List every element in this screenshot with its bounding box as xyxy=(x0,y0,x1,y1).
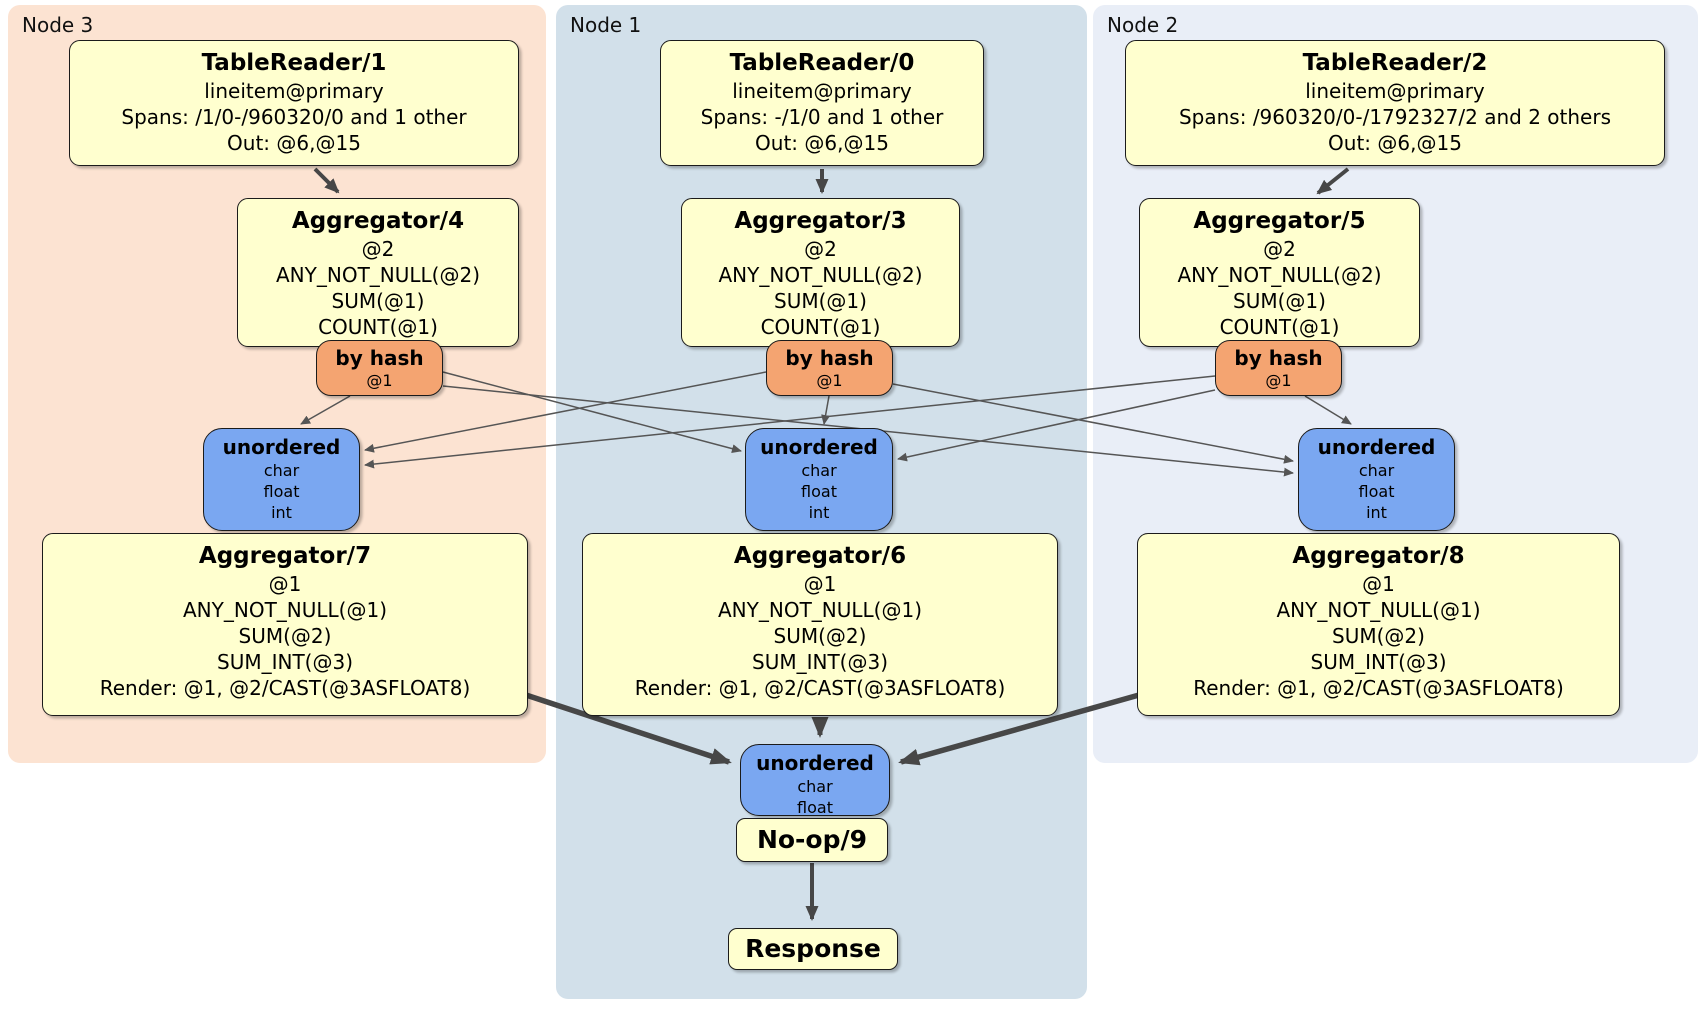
sync-column: char xyxy=(1358,461,1395,480)
aggregator-7: Aggregator/7 @1 ANY_NOT_NULL(@1) SUM(@2)… xyxy=(42,533,528,716)
router-key: @1 xyxy=(366,371,393,390)
op-line: Out: @6,@15 xyxy=(227,131,361,155)
op-title: Response xyxy=(745,934,881,963)
op-title: TableReader/1 xyxy=(201,50,387,76)
op-line: COUNT(@1) xyxy=(760,315,881,339)
response-box: Response xyxy=(728,928,898,970)
sync-unordered-final: unordered char float xyxy=(740,744,890,817)
sync-column: float xyxy=(263,482,300,501)
aggregator-8: Aggregator/8 @1 ANY_NOT_NULL(@1) SUM(@2)… xyxy=(1137,533,1620,716)
op-line: Out: @6,@15 xyxy=(1328,131,1462,155)
sync-title: unordered xyxy=(756,751,874,775)
op-line: @2 xyxy=(1263,237,1296,261)
op-line: SUM(@1) xyxy=(1233,289,1326,313)
op-line: Spans: /1/0-/960320/0 and 1 other xyxy=(121,105,467,129)
op-line: lineitem@primary xyxy=(204,79,384,103)
op-line: Render: @1, @2/CAST(@3ASFLOAT8) xyxy=(1193,676,1564,700)
aggregator-4: Aggregator/4 @2 ANY_NOT_NULL(@2) SUM(@1)… xyxy=(237,198,519,347)
op-line: @1 xyxy=(1362,572,1395,596)
op-line: COUNT(@1) xyxy=(1219,315,1340,339)
op-title: Aggregator/3 xyxy=(734,208,907,234)
op-line: SUM_INT(@3) xyxy=(217,650,353,674)
op-line: lineitem@primary xyxy=(1305,79,1485,103)
router-title: by hash xyxy=(1234,346,1323,370)
op-title: Aggregator/5 xyxy=(1193,208,1366,234)
op-line: @2 xyxy=(361,237,395,261)
node1-label: Node 1 xyxy=(570,13,642,37)
op-title: TableReader/2 xyxy=(1302,50,1488,76)
op-line: ANY_NOT_NULL(@2) xyxy=(718,263,923,287)
sync-unordered-node3: unordered char float int xyxy=(203,428,360,531)
sync-title: unordered xyxy=(222,435,341,459)
sync-column: int xyxy=(808,503,830,522)
op-line: ANY_NOT_NULL(@2) xyxy=(1177,263,1382,287)
sync-unordered-node2: unordered char float int xyxy=(1298,428,1455,531)
sync-title: unordered xyxy=(760,435,878,459)
op-title: No-op/9 xyxy=(756,825,868,854)
sync-unordered-node1: unordered char float int xyxy=(745,428,893,531)
tablereader-2: TableReader/2 lineitem@primary Spans: /9… xyxy=(1125,40,1665,166)
op-title: Aggregator/8 xyxy=(1292,543,1465,569)
router-title: by hash xyxy=(785,346,874,370)
router-by-hash-node3: by hash @1 xyxy=(316,340,443,396)
op-line: Spans: /960320/0-/1792327/2 and 2 others xyxy=(1178,105,1611,129)
tablereader-0: TableReader/0 lineitem@primary Spans: -/… xyxy=(660,40,984,166)
op-title: Aggregator/6 xyxy=(733,543,907,569)
op-line: @2 xyxy=(804,237,837,261)
op-title: Aggregator/7 xyxy=(198,543,372,569)
op-line: @1 xyxy=(268,572,302,596)
op-line: Render: @1, @2/CAST(@3ASFLOAT8) xyxy=(634,676,1006,700)
op-line: ANY_NOT_NULL(@1) xyxy=(718,598,922,622)
op-line: ANY_NOT_NULL(@2) xyxy=(276,263,480,287)
op-title: Aggregator/4 xyxy=(291,208,465,234)
node3-label: Node 3 xyxy=(22,13,94,37)
op-line: SUM(@2) xyxy=(238,624,332,648)
sync-column: int xyxy=(271,503,292,522)
sync-column: float xyxy=(797,798,833,817)
op-line: SUM_INT(@3) xyxy=(1310,650,1447,674)
op-line: SUM_INT(@3) xyxy=(752,650,888,674)
op-line: COUNT(@1) xyxy=(318,315,438,339)
router-key: @1 xyxy=(1265,371,1292,390)
noop-box: No-op/9 xyxy=(736,818,888,862)
sync-column: int xyxy=(1366,503,1387,522)
router-by-hash-node2: by hash @1 xyxy=(1215,340,1342,396)
sync-title: unordered xyxy=(1317,435,1436,459)
op-line: SUM(@1) xyxy=(331,289,425,313)
op-line: Render: @1, @2/CAST(@3ASFLOAT8) xyxy=(99,676,471,700)
aggregator-3: Aggregator/3 @2 ANY_NOT_NULL(@2) SUM(@1)… xyxy=(681,198,960,347)
sync-column: char xyxy=(263,461,300,480)
sync-column: char xyxy=(801,461,837,480)
op-line: lineitem@primary xyxy=(732,79,912,103)
op-line: SUM(@2) xyxy=(773,624,867,648)
node2-label: Node 2 xyxy=(1107,13,1179,37)
op-line: Spans: -/1/0 and 1 other xyxy=(700,105,944,129)
op-line: Out: @6,@15 xyxy=(755,131,889,155)
op-line: @1 xyxy=(803,572,837,596)
aggregator-6: Aggregator/6 @1 ANY_NOT_NULL(@1) SUM(@2)… xyxy=(582,533,1058,716)
op-title: TableReader/0 xyxy=(729,50,915,76)
aggregator-5: Aggregator/5 @2 ANY_NOT_NULL(@2) SUM(@1)… xyxy=(1139,198,1420,347)
op-line: ANY_NOT_NULL(@1) xyxy=(183,598,387,622)
sync-column: float xyxy=(1358,482,1395,501)
router-key: @1 xyxy=(816,371,843,390)
tablereader-1: TableReader/1 lineitem@primary Spans: /1… xyxy=(69,40,519,166)
op-line: SUM(@2) xyxy=(1332,624,1425,648)
op-line: ANY_NOT_NULL(@1) xyxy=(1276,598,1481,622)
router-title: by hash xyxy=(335,346,424,370)
sync-column: float xyxy=(801,482,837,501)
router-by-hash-node1: by hash @1 xyxy=(766,340,893,396)
op-line: SUM(@1) xyxy=(774,289,867,313)
sync-column: char xyxy=(797,777,833,796)
